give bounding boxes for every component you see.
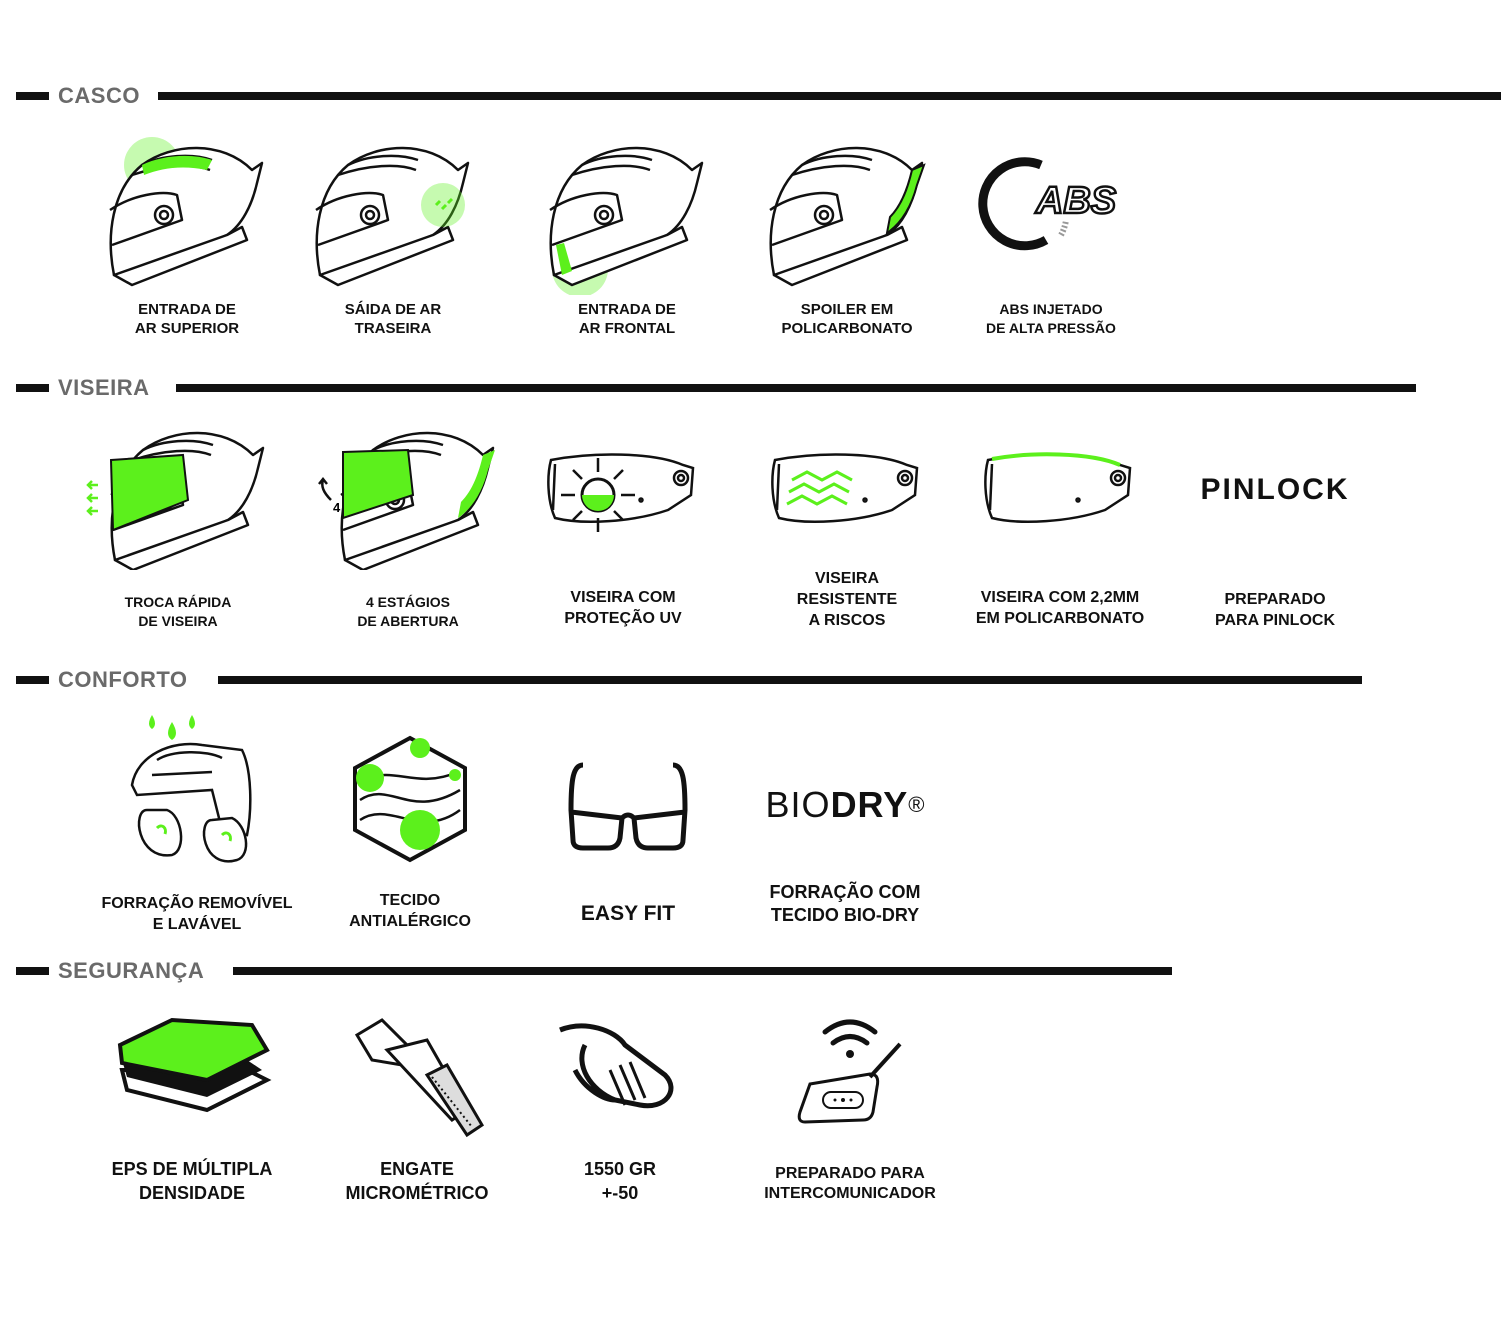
- polycarbonate-visor-icon: [984, 452, 1132, 523]
- feature-easy-fit: EASY FIT: [518, 760, 738, 925]
- abs-logo-text: ABS: [1035, 180, 1116, 222]
- feature-uv-visor: VISEIRA COM PROTEÇÃO UV: [513, 450, 733, 627]
- feature-label: POLICARBONATO: [781, 320, 913, 337]
- feature-antiallergic: TECIDO ANTIALÉRGICO: [300, 730, 520, 930]
- feature-label: DE VISEIRA: [138, 613, 218, 629]
- feature-eps: EPS DE MÚLTIPLA DENSIDADE: [82, 1015, 302, 1203]
- feature-label: 1550 GR: [583, 1159, 657, 1179]
- registered-mark: ®: [908, 792, 925, 817]
- feature-label: EM POLICARBONATO: [975, 610, 1145, 627]
- section-title: CONFORTO: [58, 667, 188, 692]
- feature-intercom: PREPARADO PARA INTERCOMUNICADOR: [740, 1012, 960, 1202]
- feature-label: PARA PINLOCK: [1215, 612, 1335, 629]
- glasses-icon: [568, 762, 688, 851]
- feature-buckle: ENGATE MICROMÉTRICO: [307, 1015, 527, 1203]
- feature-label: RESISTENTE: [796, 591, 898, 608]
- feature-label: MICROMÉTRICO: [345, 1183, 489, 1203]
- feature-label: TECIDO BIO-DRY: [770, 905, 920, 925]
- biodry-logo-bold: DRY: [830, 784, 909, 825]
- section-header-seguranca: SEGURANÇA: [16, 956, 1172, 986]
- feature-label: E LAVÁVEL: [152, 916, 242, 933]
- feature-label: ENTRADA DE: [138, 301, 236, 318]
- header-rule: [176, 384, 1416, 392]
- header-dash: [16, 967, 49, 975]
- feature-label: VISEIRA COM 2,2MM: [980, 589, 1140, 606]
- feature-label: EPS DE MÚLTIPLA: [111, 1159, 273, 1179]
- weight-icon: [559, 1023, 674, 1109]
- feature-label: PREPARADO PARA: [775, 1165, 925, 1182]
- feature-label: SPOILER EM: [800, 301, 894, 318]
- biodry-logo: BIODRY®: [735, 775, 955, 835]
- eps-layers-icon: [117, 1017, 272, 1113]
- feature-label: +-50: [601, 1183, 639, 1203]
- feature-scratch-resistant: VISEIRA RESISTENTE A RISCOS: [737, 450, 957, 629]
- feature-label: SÁIDA DE AR: [344, 301, 442, 318]
- feature-spoiler: SPOILER EM POLICARBONATO: [737, 135, 957, 337]
- feature-label: AR FRONTAL: [578, 320, 676, 337]
- feature-label: DE ABERTURA: [357, 613, 459, 629]
- header-dash: [16, 676, 49, 684]
- header-rule: [233, 967, 1172, 975]
- header-dash: [16, 384, 49, 392]
- feature-label: PROTEÇÃO UV: [564, 610, 682, 627]
- uv-visor-icon: [547, 453, 695, 532]
- feature-biodry: BIODRY® FORRAÇÃO COM TECIDO BIO-DRY: [735, 775, 955, 925]
- feature-label: FORRAÇÃO COM: [769, 882, 921, 902]
- feature-label: TECIDO: [379, 892, 441, 909]
- feature-label: ANTIALÉRGICO: [349, 913, 471, 930]
- feature-front-vent: ENTRADA DE AR FRONTAL: [517, 135, 737, 337]
- abs-logo-icon: ABS: [978, 157, 1117, 251]
- header-rule: [158, 92, 1501, 100]
- intercom-icon: [797, 1019, 902, 1124]
- feature-quick-release: TROCA RÁPIDA DE VISEIRA: [68, 420, 288, 629]
- feature-label: INTERCOMUNICADOR: [764, 1185, 936, 1202]
- feature-label: DE ALTA PRESSÃO: [986, 320, 1116, 336]
- feature-visor-stages: 4 4 ESTÁGIOS DE ABERTURA: [298, 420, 518, 629]
- feature-label: A RISCOS: [808, 612, 886, 629]
- helmet-rear-exhaust-icon: [314, 146, 470, 287]
- stage-count-badge: 4: [333, 500, 341, 515]
- feature-rear-exhaust: SÁIDA DE AR TRASEIRA: [283, 135, 503, 337]
- scratch-resistant-visor-icon: [771, 453, 919, 523]
- helmet-front-vent-icon: [548, 146, 704, 295]
- feature-abs: ABS ABS INJETADO DE ALTA PRESSÃO: [941, 135, 1161, 336]
- feature-label: VISEIRA: [814, 570, 879, 587]
- feature-label: 4 ESTÁGIOS: [365, 594, 451, 610]
- feature-label: EASY FIT: [580, 902, 676, 925]
- section-header-casco: CASCO: [16, 81, 1501, 111]
- feature-label: TRASEIRA: [354, 320, 432, 337]
- feature-label: ENGATE: [380, 1159, 454, 1179]
- feature-label: DENSIDADE: [138, 1183, 245, 1203]
- visor-stages-icon: 4: [318, 431, 495, 570]
- feature-label: PREPARADO: [1224, 591, 1326, 608]
- helmet-spoiler-icon: [768, 146, 926, 287]
- section-header-viseira: VISEIRA: [16, 373, 1416, 403]
- feature-label: FORRAÇÃO REMOVÍVEL: [101, 895, 293, 912]
- feature-pinlock: PINLOCK PREPARADO PARA PINLOCK: [1165, 450, 1385, 629]
- micrometric-buckle-icon: [354, 1018, 485, 1138]
- quick-release-visor-icon: [86, 431, 265, 570]
- feature-top-vent: ENTRADA DE AR SUPERIOR: [77, 135, 297, 337]
- feature-label: TROCA RÁPIDA: [124, 594, 232, 610]
- feature-polycarbonate-visor: VISEIRA COM 2,2MM EM POLICARBONATO: [950, 450, 1170, 627]
- feature-label: VISEIRA COM: [570, 589, 676, 606]
- section-title: VISEIRA: [58, 375, 150, 400]
- section-header-conforto: CONFORTO: [16, 665, 1362, 695]
- header-rule: [218, 676, 1362, 684]
- feature-label: ENTRADA DE: [578, 301, 676, 318]
- feature-weight: 1550 GR +-50: [510, 1020, 730, 1203]
- removable-liner-icon: [130, 715, 252, 863]
- helmet-top-vent-icon: [108, 137, 264, 287]
- section-title: CASCO: [58, 83, 140, 108]
- pinlock-logo: PINLOCK: [1200, 473, 1350, 506]
- section-title: SEGURANÇA: [58, 958, 205, 983]
- feature-removable-liner: FORRAÇÃO REMOVÍVEL E LAVÁVEL: [87, 710, 307, 933]
- header-dash: [16, 92, 49, 100]
- antiallergic-fabric-icon: [353, 735, 467, 863]
- feature-label: AR SUPERIOR: [134, 320, 240, 337]
- biodry-logo-light: BIO: [765, 784, 831, 825]
- feature-label: ABS INJETADO: [999, 301, 1103, 317]
